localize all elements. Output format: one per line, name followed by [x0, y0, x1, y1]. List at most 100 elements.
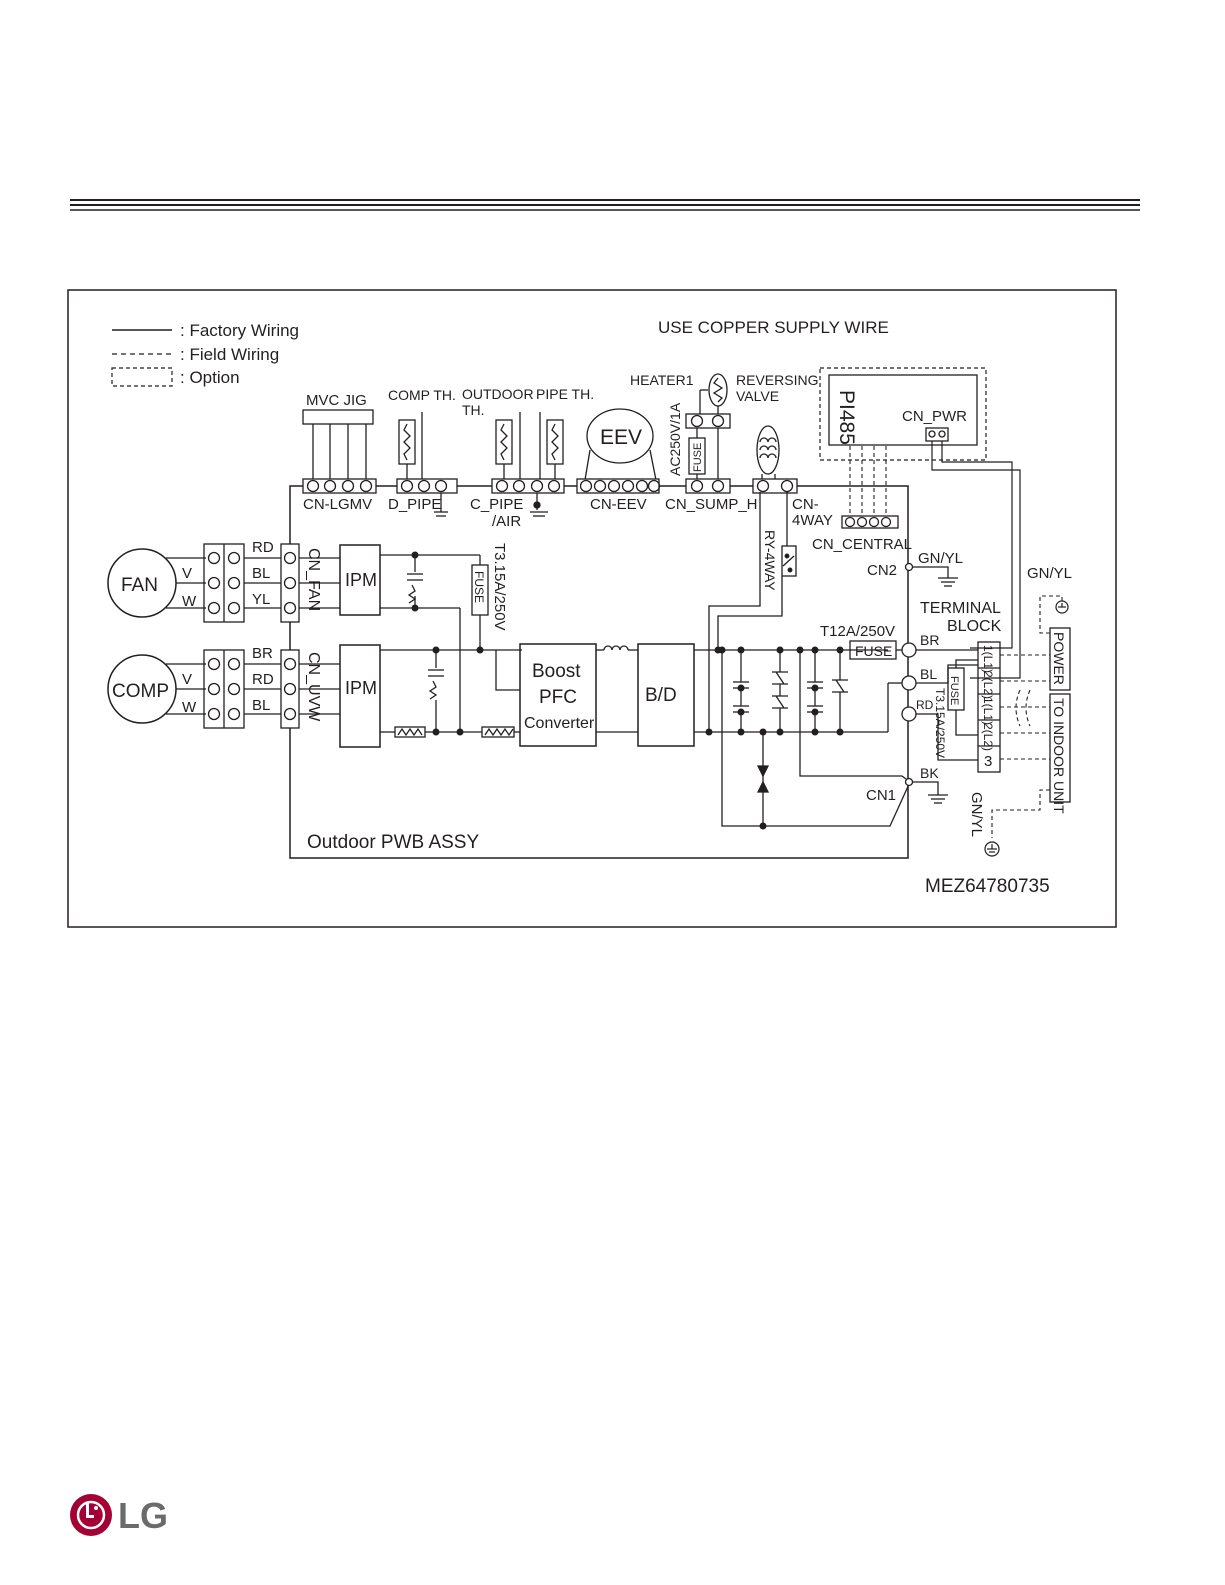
legend: : Factory Wiring : Field Wiring : Option	[111, 321, 299, 387]
reversing-valve	[752, 425, 798, 494]
comp-wire-2: RD	[252, 671, 274, 688]
cn-pwr-wires	[931, 441, 1021, 679]
wire-br-label: BR	[920, 632, 939, 648]
eev-valve	[576, 408, 661, 494]
board-label: Outdoor PWB ASSY	[307, 832, 479, 853]
cn2-label: CN2	[867, 562, 897, 579]
fuse-small-label: FUSE	[472, 571, 486, 603]
cn-pwr-label: CN_PWR	[902, 408, 967, 425]
pi485-option-frame	[819, 367, 987, 461]
comp-phase-v: V	[182, 671, 192, 688]
terminal-5: 3	[984, 753, 992, 770]
legend-field: : Field Wiring	[180, 345, 279, 364]
terminal-2: 2(L2)	[981, 671, 995, 699]
fan-phase-w: W	[182, 593, 197, 610]
pi485-module	[828, 374, 978, 446]
field-gnyl-bottom: GN/YL	[968, 792, 985, 837]
legend-option: : Option	[180, 368, 240, 387]
outdoor-pipe-thermistors	[491, 412, 565, 517]
cn-4way-label-2: 4WAY	[792, 512, 833, 529]
heater-rating: AC250V/1A	[667, 402, 683, 476]
junction-dots	[411, 551, 844, 830]
terminal-fuse-rating: T3.15A/250V	[933, 688, 947, 758]
cn-uvw-label: CN_UVW	[305, 652, 322, 722]
bridge-diode	[637, 643, 695, 747]
diagram-frame	[67, 289, 1117, 928]
heater	[685, 373, 731, 494]
boost-label-2: PFC	[539, 687, 577, 708]
cn-4way-label: CN-	[792, 496, 819, 513]
fan-label: FAN	[121, 575, 158, 596]
c-pipe-label: C_PIPE	[470, 496, 523, 513]
heater-label: HEATER1	[630, 372, 694, 388]
cn-lgmv-connector	[302, 478, 377, 494]
terminal-block-label-1: TERMINAL	[920, 600, 1001, 617]
mvc-jig-label: MVC JIG	[306, 392, 367, 409]
wire-bk-label: BK	[920, 765, 939, 781]
fan-wire-2: BL	[252, 565, 270, 582]
cn-fan-label: CN_FAN	[305, 548, 322, 611]
wire-bl-label: BL	[920, 666, 937, 682]
comp-phase-w: W	[182, 699, 197, 716]
fan-ipm-label: IPM	[345, 570, 377, 590]
cn2-gnyl-label: GN/YL	[918, 550, 963, 567]
lg-logo: LG	[70, 1494, 168, 1536]
pi485-field-wires	[849, 446, 887, 518]
legend-factory: : Factory Wiring	[180, 321, 299, 340]
reversing-label-2: VALVE	[736, 388, 779, 404]
comp-thermistor	[396, 412, 458, 517]
terminal-1: 1(L1)	[981, 645, 995, 673]
eev-label: EEV	[600, 426, 642, 449]
cn-central-label: CN_CENTRAL	[812, 536, 912, 553]
fan-wire-3: YL	[252, 591, 270, 608]
comp-wire-1: BR	[252, 645, 273, 662]
terminal-3: 1(L1)	[981, 697, 995, 725]
field-gnyl-top: GN/YL	[1027, 565, 1072, 582]
field-wiring	[991, 595, 1063, 838]
comp-ipm	[339, 644, 381, 748]
lg-logo-text: LG	[118, 1495, 168, 1536]
cn1-label: CN1	[866, 787, 896, 804]
to-indoor-label: TO INDOOR UNIT	[1051, 698, 1067, 814]
comp-label: COMP	[112, 681, 169, 702]
wire-rd-label: RD	[916, 698, 934, 712]
fuse-small-rating: T3.15A/250V	[491, 543, 508, 631]
power-box	[1049, 627, 1071, 691]
field-grounds	[984, 600, 1069, 857]
boost-label-3: Converter	[524, 715, 595, 732]
pi485-label: PI485	[835, 390, 858, 445]
to-indoor-box	[1049, 693, 1071, 803]
cn-eev-label: CN-EEV	[590, 496, 647, 513]
boost-label-1: Boost	[532, 661, 581, 682]
outdoor-th-label-2: TH.	[462, 402, 485, 418]
cn-sump-label: CN_SUMP_H	[665, 496, 758, 513]
terminal-4: 2(L2)	[981, 723, 995, 751]
fan-ipm	[339, 544, 381, 616]
comp-wire-3: BL	[252, 697, 270, 714]
comp-th-label: COMP TH.	[388, 387, 456, 403]
mvc-jig	[302, 409, 374, 481]
cn-lgmv-label: CN-LGMV	[303, 496, 372, 513]
pipe-th-label: PIPE TH.	[536, 386, 594, 402]
heater-fuse-label: FUSE	[692, 443, 704, 472]
d-pipe-label: D_PIPE	[388, 496, 441, 513]
power-label: POWER	[1051, 632, 1067, 685]
ry-4way-label: RY-4WAY	[762, 530, 778, 591]
fan-wires	[166, 543, 340, 623]
boost-pfc-converter	[519, 643, 597, 747]
fuse-main-label: FUSE	[855, 643, 892, 659]
comp-ipm-label: IPM	[345, 678, 377, 698]
fan-phase-v: V	[182, 565, 192, 582]
supply-note: USE COPPER SUPPLY WIRE	[658, 318, 889, 337]
header-rule	[70, 199, 1140, 211]
fan-wire-1: RD	[252, 539, 274, 556]
fuse-main-rating: T12A/250V	[820, 623, 895, 640]
terminal-fuse-label: FUSE	[948, 676, 960, 705]
reversing-label: REVERSING	[736, 372, 818, 388]
cn-central-connector	[841, 515, 899, 529]
outdoor-th-label: OUTDOOR	[462, 386, 534, 402]
part-number: MEZ64780735	[925, 876, 1050, 897]
bd-label: B/D	[645, 685, 677, 706]
power-circuit	[380, 492, 978, 827]
